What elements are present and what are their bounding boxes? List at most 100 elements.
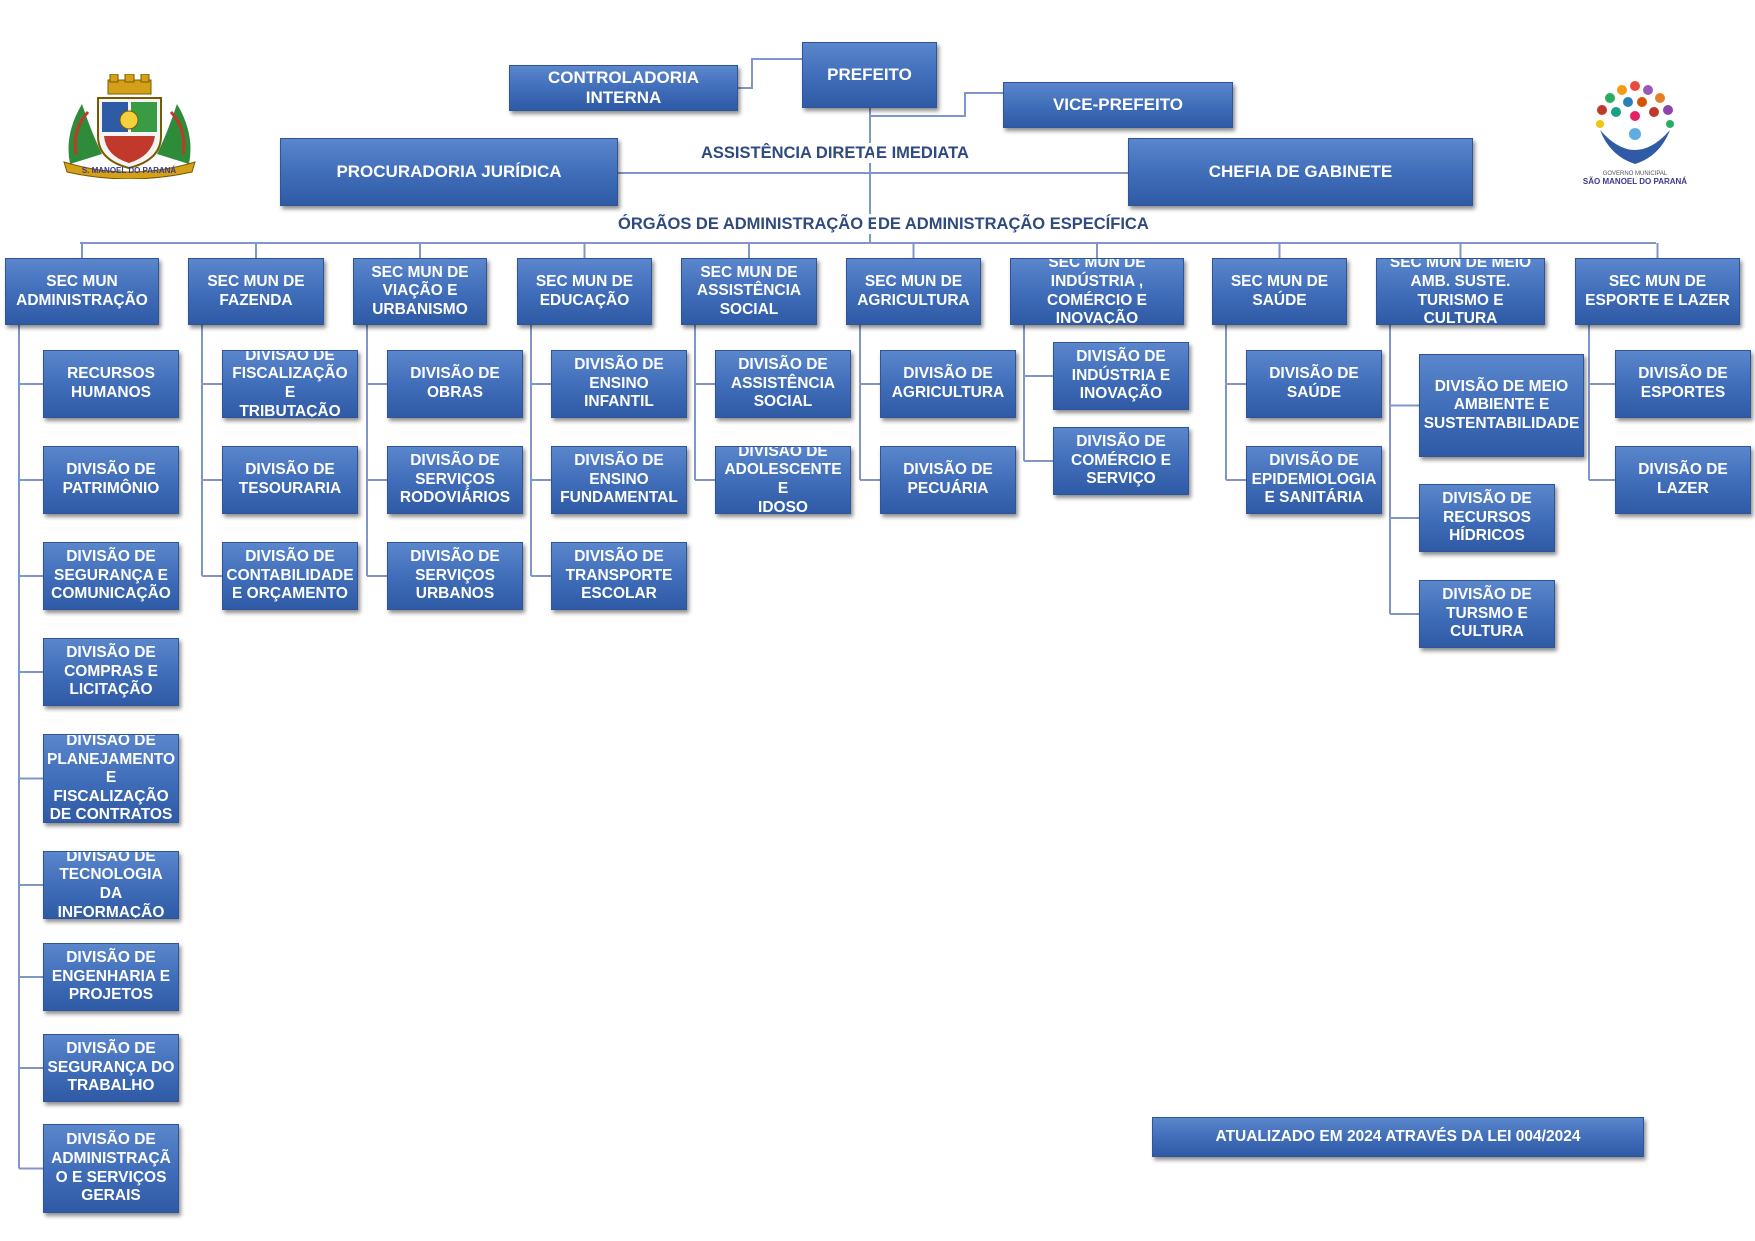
orgaos-administracao-label: ÓRGÃOS DE ADMINISTRAÇÃO E — [616, 214, 881, 234]
divisao-box[interactable]: DIVISÃO DE PATRIMÔNIO — [43, 446, 179, 514]
divisao-label: DIVISÃO DE SEGURANÇA DO TRABALHO — [47, 1040, 175, 1095]
procuradoria-juridica-box[interactable]: PROCURADORIA JURÍDICA — [280, 138, 618, 206]
divisao-box[interactable]: DIVISÃO DE PECUÁRIA — [880, 446, 1016, 514]
divisao-box[interactable]: DIVISÃO DE ENSINO FUNDAMENTAL — [551, 446, 687, 514]
divisao-box[interactable]: DIVISÃO DE ADMINISTRAÇÃ O E SERVIÇOS GER… — [43, 1124, 179, 1213]
divisao-label: DIVISÃO DE ENGENHARIA E PROJETOS — [51, 949, 171, 1004]
divisao-label: DIVISÃO DE ENSINO FUNDAMENTAL — [560, 452, 678, 507]
secretaria-label: SEC MUN DE EDUCAÇÃO — [535, 272, 634, 309]
divisao-box[interactable]: DIVISÃO DE TURSMO E CULTURA — [1419, 580, 1555, 648]
vice-prefeito-label: VICE-PREFEITO — [1052, 94, 1184, 114]
logo-banner-text: S. MANOEL DO PARANÁ — [82, 166, 177, 175]
divisao-box[interactable]: DIVISÃO DE SERVIÇOS URBANOS — [387, 542, 523, 610]
divisao-box[interactable]: DIVISÃO DE SEGURANÇA DO TRABALHO — [43, 1034, 179, 1102]
divisao-label: DIVISÃO DE AGRICULTURA — [891, 365, 1005, 401]
divisao-label: DIVISÃO DE ADMINISTRAÇÃ O E SERVIÇOS GER… — [51, 1131, 171, 1205]
chefia-de-gabinete-box[interactable]: CHEFIA DE GABINETE — [1128, 138, 1473, 206]
prefeito-box[interactable]: PREFEITO — [802, 42, 937, 108]
divisao-box[interactable]: DIVISÃO DE MEIO AMBIENTE E SUSTENTABILID… — [1419, 354, 1584, 457]
divisao-label: DIVISÃO DE PECUÁRIA — [903, 461, 993, 497]
divisao-box[interactable]: DIVISÃO DE SEGURANÇA E COMUNICAÇÃO — [43, 542, 179, 610]
secretaria-box-10[interactable]: SEC MUN DE ESPORTE E LAZER — [1575, 258, 1740, 325]
divisao-box[interactable]: DIVISÃO DE LAZER — [1615, 446, 1751, 514]
divisao-label: DIVISÃO DE SERVIÇOS RODOVIÁRIOS — [399, 452, 511, 507]
secretaria-label: SEC MUN DE MEIO AMB. SUSTE. TURISMO E CU… — [1389, 258, 1532, 325]
divisao-box[interactable]: DIVISÃO DE TESOURARIA — [222, 446, 358, 514]
divisao-label: DIVISÃO DE LAZER — [1638, 461, 1728, 497]
divisao-label: DIVISÃO DE OBRAS — [410, 365, 500, 401]
secretaria-box-1[interactable]: SEC MUN ADMINISTRAÇÃO — [5, 258, 159, 325]
secretaria-box-8[interactable]: SEC MUN DE SAÚDE — [1212, 258, 1347, 325]
divisao-label: DIVISÃO DE TECNOLOGIA DA INFORMAÇÃO — [57, 851, 165, 919]
divisao-box[interactable]: DIVISÃO DE COMÉRCIO E SERVIÇO — [1053, 427, 1189, 495]
divisao-box[interactable]: DIVISÃO DE SAÚDE — [1246, 350, 1382, 418]
divisao-box[interactable]: DIVISÃO DE INDÚSTRIA E INOVAÇÃO — [1053, 342, 1189, 410]
atualizado-label: ATUALIZADO EM 2024 ATRAVÉS DA LEI 004/20… — [1215, 1127, 1581, 1145]
secretaria-label: SEC MUN DE AGRICULTURA — [857, 272, 970, 309]
divisao-label: DIVISÃO DE ENSINO INFANTIL — [574, 356, 664, 411]
secretaria-label: SEC MUN DE FAZENDA — [207, 272, 305, 309]
secretaria-box-4[interactable]: SEC MUN DE EDUCAÇÃO — [517, 258, 652, 325]
divisao-label: DIVISÃO DE COMPRAS E LICITAÇÃO — [64, 644, 158, 699]
secretaria-box-9[interactable]: SEC MUN DE MEIO AMB. SUSTE. TURISMO E CU… — [1376, 258, 1545, 325]
procuradoria-label: PROCURADORIA JURÍDICA — [336, 161, 562, 181]
divisao-label: DIVISÃO DE TESOURARIA — [238, 461, 342, 497]
divisao-box[interactable]: DIVISÃO DE CONTABILIDADE E ORÇAMENTO — [222, 542, 358, 610]
divisao-label: DIVISÃO DE MEIO AMBIENTE E SUSTENTABILID… — [1423, 377, 1580, 432]
divisao-box[interactable]: DIVISÃO DE COMPRAS E LICITAÇÃO — [43, 638, 179, 706]
divisao-label: DIVISÃO DE CONTABILIDADE E ORÇAMENTO — [226, 548, 354, 603]
controladoria-interna-box[interactable]: CONTROLADORIA INTERNA — [509, 65, 738, 111]
divisao-box[interactable]: DIVISÃO DE OBRAS — [387, 350, 523, 418]
logo-name-text: SÃO MANOEL DO PARANÁ — [1583, 177, 1687, 186]
divisao-box[interactable]: DIVISÃO DE ENGENHARIA E PROJETOS — [43, 943, 179, 1011]
divisao-label: DIVISÃO DE PLANEJAMENTO E FISCALIZAÇÃO D… — [46, 734, 176, 823]
divisao-label: DIVISÃO DE COMÉRCIO E SERVIÇO — [1071, 433, 1171, 488]
chefia-label: CHEFIA DE GABINETE — [1208, 161, 1393, 181]
coat-of-arms-logo: S. MANOEL DO PARANÁ — [63, 74, 196, 179]
divisao-box[interactable]: RECURSOS HUMANOS — [43, 350, 179, 418]
svg-text:GOVERNO MUNICIPAL: GOVERNO MUNICIPAL — [1603, 171, 1668, 177]
divisao-label: DIVISÃO DE FISCALIZAÇÃO E TRIBUTAÇÃO — [232, 350, 348, 418]
divisao-label: DIVISÃO DE TRANSPORTE ESCOLAR — [565, 548, 673, 603]
divisao-box[interactable]: DIVISÃO DE AGRICULTURA — [880, 350, 1016, 418]
divisao-box[interactable]: DIVISÃO DE SERVIÇOS RODOVIÁRIOS — [387, 446, 523, 514]
divisao-label: DIVISÃO DE ASSISTÊNCIA SOCIAL — [730, 356, 836, 411]
secretaria-box-2[interactable]: SEC MUN DE FAZENDA — [188, 258, 324, 325]
vice-prefeito-box[interactable]: VICE-PREFEITO — [1003, 82, 1233, 128]
controladoria-label: CONTROLADORIA INTERNA — [547, 67, 700, 107]
secretaria-label: SEC MUN DE ASSISTÊNCIA SOCIAL — [696, 263, 802, 318]
secretaria-box-5[interactable]: SEC MUN DE ASSISTÊNCIA SOCIAL — [681, 258, 817, 325]
divisao-box[interactable]: DIVISÃO DE TRANSPORTE ESCOLAR — [551, 542, 687, 610]
secretaria-label: SEC MUN DE VIAÇÃO E URBANISMO — [371, 263, 469, 318]
secretaria-label: SEC MUN DE ESPORTE E LAZER — [1585, 272, 1730, 309]
assistencia-imediata-label: E IMEDIATA — [874, 143, 971, 163]
divisao-box[interactable]: DIVISÃO DE ENSINO INFANTIL — [551, 350, 687, 418]
divisao-label: DIVISÃO DE TURSMO E CULTURA — [1442, 586, 1532, 641]
municipal-brand-logo: GOVERNO MUNICIPAL SÃO MANOEL DO PARANÁ — [1583, 81, 1687, 186]
secretaria-label: SEC MUN ADMINISTRAÇÃO — [16, 272, 148, 309]
secretaria-label: SEC MUN DE INDÚSTRIA , COMÉRCIO E INOVAÇ… — [1047, 258, 1147, 325]
divisao-box[interactable]: DIVISÃO DE RECURSOS HÍDRICOS — [1419, 484, 1555, 552]
divisao-label: DIVISÃO DE INDÚSTRIA E INOVAÇÃO — [1071, 348, 1171, 403]
divisao-label: DIVISÃO DE ESPORTES — [1638, 365, 1728, 401]
divisao-box[interactable]: DIVISÃO DE TECNOLOGIA DA INFORMAÇÃO — [43, 851, 179, 919]
divisao-box[interactable]: DIVISÃO DE FISCALIZAÇÃO E TRIBUTAÇÃO — [222, 350, 358, 418]
divisao-label: DIVISÃO DE PATRIMÔNIO — [62, 461, 160, 497]
divisao-box[interactable]: DIVISÃO DE EPIDEMIOLOGIA E SANITÁRIA — [1246, 446, 1382, 514]
divisao-box[interactable]: DIVISÃO DE ADOLESCENTE E IDOSO — [715, 446, 851, 514]
divisao-box[interactable]: DIVISÃO DE PLANEJAMENTO E FISCALIZAÇÃO D… — [43, 734, 179, 823]
assistencia-direta-label: ASSISTÊNCIA DIRETA — [699, 143, 879, 163]
divisao-label: RECURSOS HUMANOS — [67, 365, 155, 401]
divisao-box[interactable]: DIVISÃO DE ESPORTES — [1615, 350, 1751, 418]
secretaria-box-6[interactable]: SEC MUN DE AGRICULTURA — [846, 258, 981, 325]
divisao-label: DIVISÃO DE SAÚDE — [1269, 365, 1359, 401]
secretaria-box-3[interactable]: SEC MUN DE VIAÇÃO E URBANISMO — [353, 258, 487, 325]
administracao-especifica-label: DE ADMINISTRAÇÃO ESPECÍFICA — [876, 214, 1151, 234]
secretaria-box-7[interactable]: SEC MUN DE INDÚSTRIA , COMÉRCIO E INOVAÇ… — [1010, 258, 1184, 325]
divisao-box[interactable]: DIVISÃO DE ASSISTÊNCIA SOCIAL — [715, 350, 851, 418]
divisao-label: DIVISÃO DE EPIDEMIOLOGIA E SANITÁRIA — [1251, 452, 1377, 507]
divisao-label: DIVISÃO DE SERVIÇOS URBANOS — [410, 548, 500, 603]
divisao-label: DIVISÃO DE ADOLESCENTE E IDOSO — [724, 446, 842, 514]
divisao-label: DIVISÃO DE SEGURANÇA E COMUNICAÇÃO — [51, 548, 171, 603]
